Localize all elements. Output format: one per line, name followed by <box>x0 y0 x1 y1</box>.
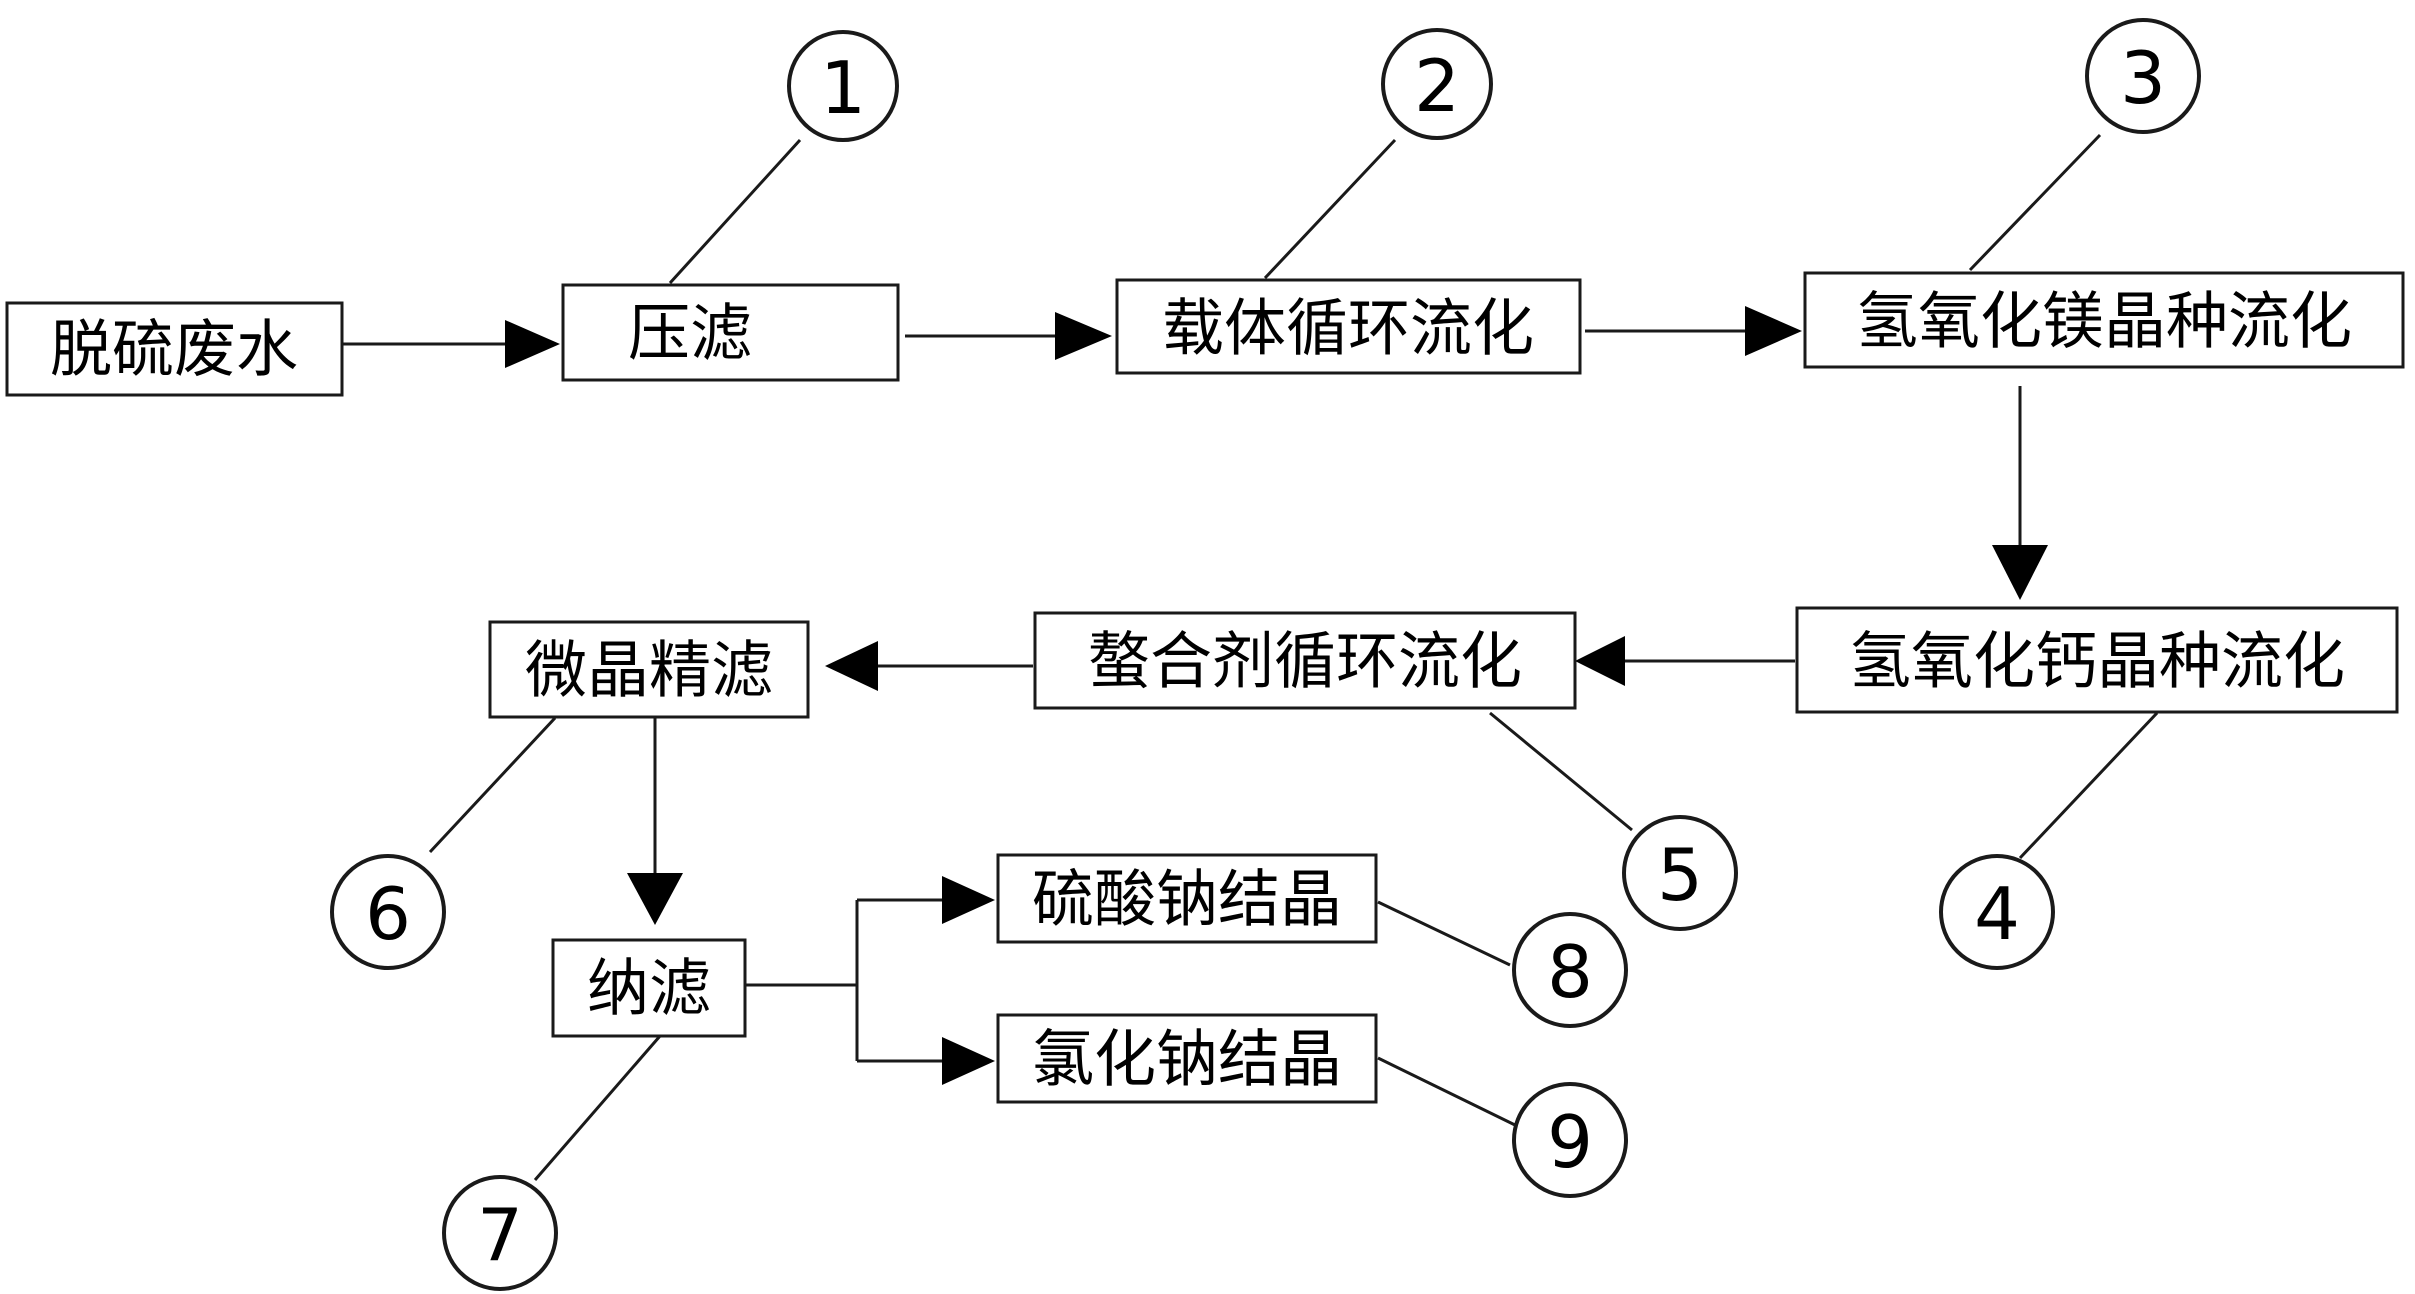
callout-2: 2 <box>1381 28 1493 140</box>
callout-circle <box>1512 1082 1628 1198</box>
node-box <box>1033 611 1577 710</box>
callout-number: 1 <box>820 46 866 130</box>
callout-number: 2 <box>1414 44 1460 128</box>
node-box <box>1115 278 1582 375</box>
node-box <box>561 283 900 382</box>
node-ca-hydroxide-seed-fluidization: 氢氧化钙晶种流化 <box>1795 606 2399 714</box>
callout-circle <box>1622 815 1738 931</box>
node-box <box>1803 271 2405 369</box>
leader-7 <box>533 1035 662 1181</box>
leader-5 <box>1489 711 1633 832</box>
callout-circle <box>2085 18 2201 134</box>
leader-3 <box>1968 133 2102 272</box>
arrowhead-nano <box>627 873 683 925</box>
node-label: 氢氧化钙晶种流化 <box>1849 625 2345 698</box>
leader-1 <box>668 138 802 285</box>
node-chelating-agent-circulating-fluidization: 螯合剂循环流化 <box>1033 611 1577 710</box>
callout-leaders <box>428 133 2159 1181</box>
node-box <box>996 853 1378 944</box>
connectors <box>343 306 2048 1085</box>
arrowhead-microcrystal <box>825 641 878 691</box>
callout-circle <box>442 1175 558 1291</box>
node-sodium-chloride-crystallization: 氯化钠结晶 <box>996 1013 1378 1104</box>
callout-4: 4 <box>1939 854 2055 970</box>
node-label: 硫酸钠结晶 <box>1032 863 1342 936</box>
leader-4 <box>2018 711 2159 860</box>
callout-number: 5 <box>1657 833 1703 917</box>
leader-9 <box>1377 1056 1516 1127</box>
arrowhead-sulfate <box>942 876 995 924</box>
callout-7: 7 <box>442 1175 558 1291</box>
callout-number: 4 <box>1974 872 2020 956</box>
node-desulfurization-wastewater: 脱硫废水 <box>5 301 344 397</box>
callout-number: 6 <box>365 872 411 956</box>
callout-circle <box>1939 854 2055 970</box>
leader-8 <box>1377 900 1511 967</box>
node-nanofiltration: 纳滤 <box>551 938 747 1038</box>
leader-6 <box>428 716 557 854</box>
node-label: 脱硫废水 <box>50 313 298 386</box>
callout-circle <box>787 30 899 142</box>
callout-number: 8 <box>1547 930 1593 1014</box>
node-box <box>551 938 747 1038</box>
arrowhead-mg <box>1745 306 1802 356</box>
leader-2 <box>1263 138 1397 280</box>
callout-number: 9 <box>1547 1100 1593 1184</box>
node-label: 载体循环流化 <box>1162 292 1534 365</box>
node-label: 压滤 <box>628 297 752 370</box>
node-microcrystal-fine-filtration: 微晶精滤 <box>488 620 810 719</box>
callout-3: 3 <box>2085 18 2201 134</box>
arrowhead-chelating <box>1575 636 1625 686</box>
callout-circle <box>1381 28 1493 140</box>
node-box <box>488 620 810 719</box>
node-label: 纳滤 <box>587 952 711 1025</box>
callout-number: 7 <box>477 1193 523 1277</box>
node-sodium-sulfate-crystallization: 硫酸钠结晶 <box>996 853 1378 944</box>
node-label: 氢氧化镁晶种流化 <box>1856 285 2352 358</box>
callout-circle <box>330 854 446 970</box>
node-carrier-circulating-fluidization: 载体循环流化 <box>1115 278 1582 375</box>
callout-circle <box>1512 912 1628 1028</box>
callout-9: 9 <box>1512 1082 1628 1198</box>
arrowhead-press <box>505 320 560 368</box>
callout-number: 3 <box>2120 36 2166 120</box>
callout-8: 8 <box>1512 912 1628 1028</box>
node-box <box>1795 606 2399 714</box>
node-press-filtration: 压滤 <box>561 283 900 382</box>
arrowhead-chloride <box>942 1037 995 1085</box>
node-label: 螯合剂循环流化 <box>1088 625 1522 698</box>
node-label: 氯化钠结晶 <box>1032 1023 1342 1096</box>
callout-6: 6 <box>330 854 446 970</box>
callout-1: 1 <box>787 30 899 142</box>
arrowhead-carrier <box>1055 312 1112 360</box>
node-mg-hydroxide-seed-fluidization: 氢氧化镁晶种流化 <box>1803 271 2405 369</box>
arrowhead-ca <box>1992 545 2048 600</box>
node-label: 微晶精滤 <box>525 634 773 707</box>
node-box <box>5 301 344 397</box>
node-box <box>996 1013 1378 1104</box>
callout-5: 5 <box>1622 815 1738 931</box>
